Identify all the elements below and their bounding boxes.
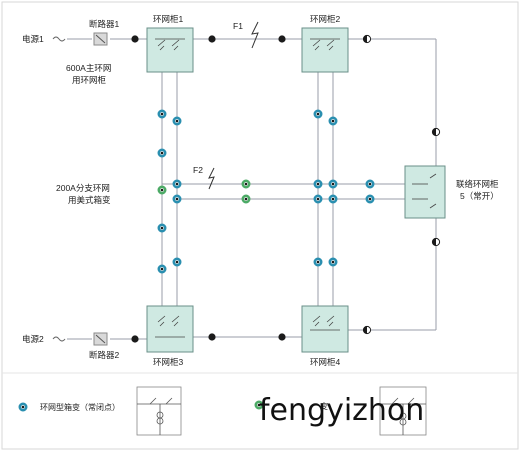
legend1-label: 环网型箱变（常闭点） [40, 402, 120, 412]
legend2-partial-label: 变 [320, 401, 328, 411]
main-ring-label-line1: 600A主环网 [66, 63, 111, 73]
cabinet2-switch-icon [310, 38, 340, 51]
cabinet2-box [301, 27, 349, 73]
breaker2-label: 断路器2 [89, 350, 120, 360]
legend-blue-marker-icon [18, 402, 28, 412]
fault-f2-icon [208, 167, 215, 190]
tie-cabinet-box [404, 165, 446, 219]
cabinet1-switch-icon [155, 38, 185, 51]
terminal-icon [278, 35, 286, 43]
terminal-icon [131, 335, 139, 343]
terminal-icon [208, 35, 216, 43]
half-terminal-icon [431, 127, 441, 137]
ac-source1-icon [52, 36, 66, 42]
watermark-text: fengyizhon [259, 393, 424, 428]
green-ring-markers [157, 179, 251, 204]
main-ring-label-line2: 用环网柜 [72, 75, 107, 85]
half-terminal-icon [362, 325, 372, 335]
cabinet3-switch-icon [155, 315, 185, 338]
tie-cabinet-switch-icon [412, 173, 437, 209]
half-terminal-icon [362, 34, 372, 44]
source2-label: 电源2 [22, 334, 44, 344]
blue-ring-markers [157, 109, 375, 274]
branch-ring-label-line1: 200A分支环网 [56, 183, 110, 193]
source1-label: 电源1 [22, 34, 44, 44]
branch-ring-label-line2: 用美式箱变 [68, 195, 111, 205]
ac-source2-icon [52, 336, 66, 342]
breaker1-label: 断路器1 [89, 19, 120, 29]
cabinet4-box [301, 305, 349, 353]
cabinet1-box [146, 27, 194, 73]
cabinet3-box [146, 305, 194, 353]
fault-f1-icon [251, 21, 259, 49]
terminal-icon [278, 333, 286, 341]
cabinet4-switch-icon [310, 315, 340, 331]
half-terminal-icon [431, 237, 441, 247]
tie-cabinet-label-line1: 联络环网柜 [456, 179, 499, 189]
fault-f1-label: F1 [233, 21, 243, 31]
terminal-icon [208, 333, 216, 341]
cabinet1-label: 环网柜1 [153, 14, 184, 24]
terminal-icon [131, 35, 139, 43]
cabinet3-label: 环网柜3 [153, 357, 184, 367]
tie-cabinet-label-line2: 5（常开） [460, 191, 499, 201]
legend-green-marker-icon [254, 400, 264, 410]
fault-f2-label: F2 [193, 165, 203, 175]
legend-symbol2-icon [379, 386, 427, 436]
cabinet2-label: 环网柜2 [310, 14, 341, 24]
cabinet4-label: 环网柜4 [310, 357, 341, 367]
legend-symbol1-icon [136, 386, 182, 436]
